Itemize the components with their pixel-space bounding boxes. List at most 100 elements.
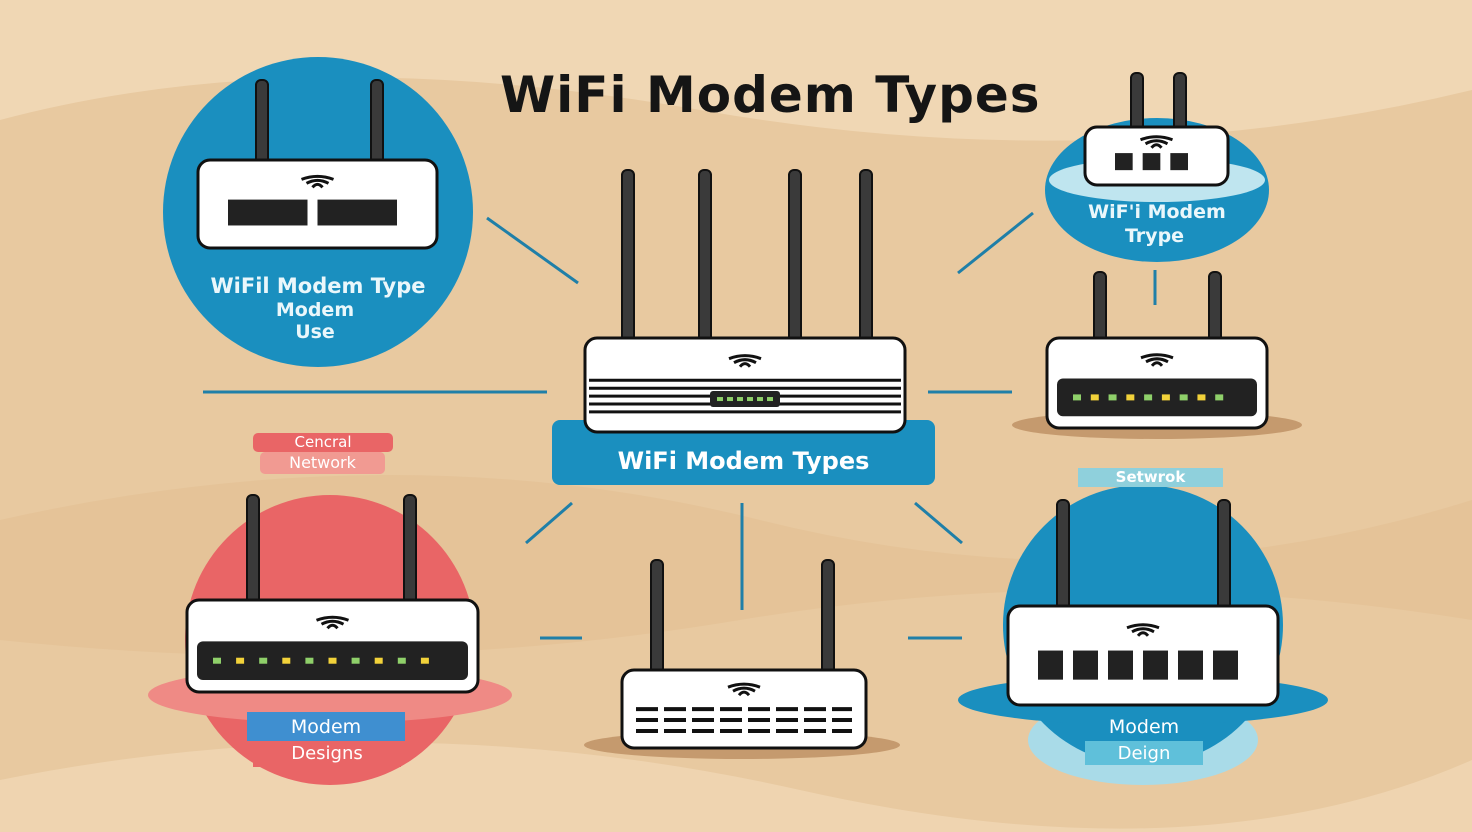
status-led-icon <box>236 657 245 664</box>
ethernet-port-icon <box>228 199 308 226</box>
bottom-left-label-2: Designs <box>291 743 363 764</box>
router-body <box>620 668 868 750</box>
setwrok-label: Setwrok <box>1115 468 1186 486</box>
wifi-icon <box>733 358 757 365</box>
status-led-icon <box>259 657 268 664</box>
front-panel <box>1057 378 1257 417</box>
wifi-icon <box>1131 627 1155 634</box>
ethernet-port-icon <box>1143 650 1168 680</box>
modem-label-bg <box>1085 712 1203 741</box>
router-illustration <box>620 559 868 750</box>
antenna-icon <box>370 79 384 169</box>
antenna-icon <box>1093 271 1107 347</box>
ethernet-port-icon <box>317 199 397 226</box>
wifi-icon <box>320 619 345 626</box>
status-led-icon <box>1215 394 1224 401</box>
status-display <box>710 391 780 408</box>
status-led-icon <box>1197 394 1206 401</box>
status-led-icon <box>737 397 743 402</box>
page-title: WiFi Modem Types <box>500 66 1041 124</box>
status-led-icon <box>1108 394 1117 401</box>
ethernet-port-icon <box>1142 153 1161 171</box>
status-led-icon <box>351 657 360 664</box>
central-label-bg <box>253 433 393 452</box>
antenna-icon <box>255 79 269 169</box>
router-illustration <box>196 79 439 250</box>
ethernet-port-icon <box>1073 650 1098 680</box>
center-banner <box>552 420 935 485</box>
wifi-icon <box>1150 361 1164 367</box>
antenna-icon <box>246 494 260 609</box>
status-led-icon <box>420 657 429 664</box>
status-led-icon <box>727 397 733 402</box>
designs-label-bg <box>253 741 401 767</box>
ethernet-port-icon <box>1170 153 1188 171</box>
wifi-icon <box>1136 631 1150 637</box>
antenna-icon <box>1056 499 1070 615</box>
central-label: Cencral <box>294 433 352 451</box>
status-led-icon <box>1179 394 1188 401</box>
status-led-icon <box>1144 394 1153 401</box>
status-led-icon <box>282 657 291 664</box>
connector-lines <box>203 211 1157 640</box>
network-label-bg <box>260 452 385 474</box>
wifi-icon <box>311 182 324 189</box>
ethernet-port-icon <box>1038 650 1063 680</box>
status-led-icon <box>1090 394 1099 401</box>
deign-label-bg <box>1085 741 1203 765</box>
status-led-icon <box>1161 394 1170 401</box>
status-led-icon <box>328 657 337 664</box>
top-left-text-1: WiFil Modem Type <box>210 274 426 298</box>
antenna-icon <box>1208 271 1222 347</box>
router-illustration <box>583 169 907 434</box>
status-led-icon <box>374 657 383 664</box>
status-led-icon <box>767 397 773 402</box>
antenna-icon <box>403 494 417 609</box>
antenna-icon <box>1217 499 1231 615</box>
router-body <box>583 336 907 434</box>
wifi-icon <box>728 354 762 361</box>
wifi-icon <box>1144 139 1169 146</box>
wifi-icon <box>737 690 751 697</box>
wifi-icon <box>1140 353 1174 360</box>
wifi-icon <box>1139 135 1174 142</box>
wifi-icon <box>305 178 330 185</box>
status-led-icon <box>757 397 763 402</box>
wifi-icon <box>1145 357 1169 364</box>
antenna-icon <box>788 169 802 347</box>
antenna-icon <box>621 169 635 347</box>
status-led-icon <box>1126 394 1135 401</box>
status-led-icon <box>747 397 753 402</box>
router-illustration <box>1045 271 1269 430</box>
wifi-icon <box>732 686 756 693</box>
ethernet-port-icon <box>1108 650 1133 680</box>
network-label: Network <box>289 453 356 472</box>
setwrok-label-bg <box>1078 468 1223 487</box>
antenna-icon <box>859 169 873 347</box>
status-led-icon <box>397 657 406 664</box>
antenna-icon <box>821 559 835 679</box>
ethernet-port-icon <box>1115 153 1133 171</box>
wifi-icon <box>738 362 752 368</box>
wifi-icon <box>727 682 761 689</box>
antenna-icon <box>698 169 712 347</box>
ethernet-port-icon <box>1213 650 1238 680</box>
router-illustration <box>1006 499 1280 707</box>
wifi-icon <box>1150 143 1163 149</box>
bottom-right-label-1: Modem <box>1108 716 1180 738</box>
wifi-icon <box>1126 623 1160 630</box>
status-led-icon <box>213 657 221 664</box>
top-right-text-2: Trype <box>1124 225 1185 247</box>
wifi-icon <box>300 174 335 181</box>
wifi-icon <box>315 615 350 622</box>
top-left-text-3: Use <box>295 321 335 343</box>
bottom-left-label-1: Modem <box>290 716 362 738</box>
bottom-right-label-2: Deign <box>1117 743 1171 764</box>
ethernet-port-icon <box>1178 650 1203 680</box>
status-led-icon <box>305 657 314 664</box>
router-illustration <box>185 494 480 694</box>
top-right-text-1: WiF'i Modem <box>1088 201 1226 223</box>
center-banner-text: WiFi Modem Types <box>617 447 870 475</box>
antenna-icon <box>650 559 664 679</box>
